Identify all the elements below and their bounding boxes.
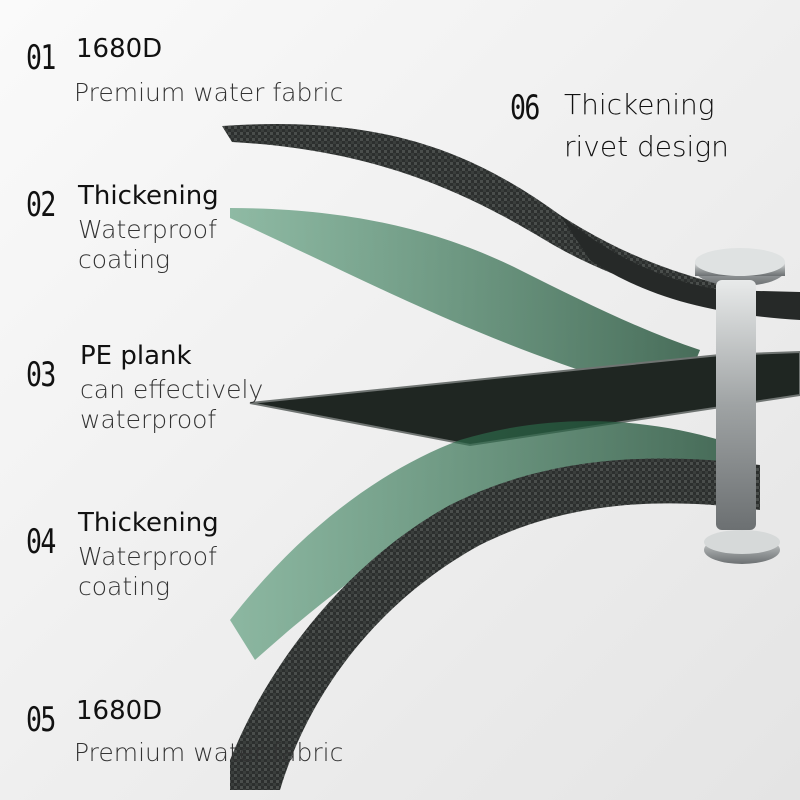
layer-desc: Waterproof [78,542,217,571]
layer-desc: waterproof [80,405,217,434]
layer-number: 06 [510,88,540,128]
layer-number: 04 [26,522,56,562]
layer-number: 03 [26,355,56,395]
layer-desc: Waterproof [78,215,217,244]
top-fabric-layer [222,123,800,318]
layer-desc: Premium water fabric [74,738,344,767]
layer-title: Thickening [564,88,715,121]
bottom-coating-layer [230,421,720,660]
pe-plank-layer [249,350,800,447]
layer-desc: rivet design [564,130,729,163]
layer-desc: can effectively [80,375,264,404]
layer-desc: coating [78,572,170,601]
layer-number: 05 [26,700,56,740]
layer-title: Thickening [78,508,219,538]
rivet-screw-icon [695,248,785,564]
layer-desc: Premium water fabric [74,78,344,107]
layer-title: 1680D [76,696,163,726]
layer-title: 1680D [76,34,163,64]
layer-number: 02 [26,185,56,225]
top-coating-layer [230,208,700,400]
bottom-fabric-layer [230,458,760,790]
layer-number: 01 [26,38,56,78]
layer-title: Thickening [78,181,219,211]
layer-title: PE plank [80,341,192,371]
layer-desc: coating [78,245,170,274]
